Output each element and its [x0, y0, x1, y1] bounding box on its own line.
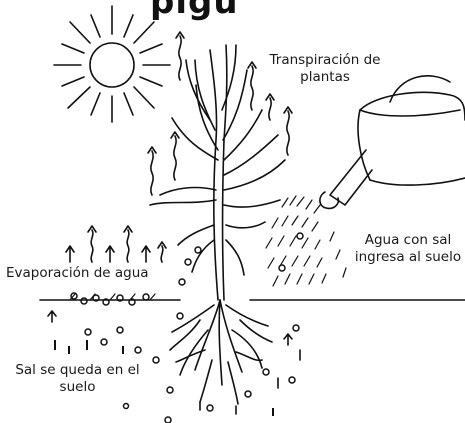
- sun-icon: [54, 6, 170, 122]
- evaporation-label: Evaporación de agua: [6, 265, 149, 282]
- evaporation-arrows: [66, 226, 166, 262]
- water-label-line2: ingresa al suelo: [348, 249, 465, 266]
- transpiration-label-line2: plantas: [254, 69, 396, 86]
- salt-label-line1: Sal se queda en el: [0, 362, 155, 379]
- transpiration-label: Transpiración de plantas: [254, 52, 396, 86]
- salt-label-line2: suelo: [0, 379, 155, 396]
- transpiration-label-line1: Transpiración de: [254, 52, 396, 69]
- roots-icon: [170, 300, 272, 404]
- water-label-line1: Agua con sal: [348, 232, 465, 249]
- watering-can-icon: [320, 76, 465, 209]
- salt-label: Sal se queda en el suelo: [0, 362, 155, 396]
- water-spray: [266, 196, 346, 286]
- water-label: Agua con sal ingresa al suelo: [348, 232, 465, 266]
